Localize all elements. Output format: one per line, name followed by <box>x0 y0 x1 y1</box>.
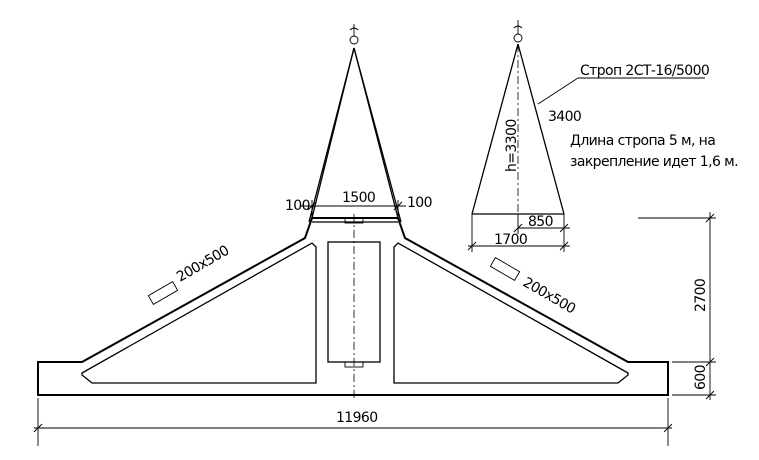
total-length-label: 11960 <box>336 410 378 426</box>
length-dimension: 11960 <box>33 398 673 446</box>
note-line-1: Длина стропа 5 м, на <box>570 133 715 149</box>
length-note: Длина стропа 5 м, на закрепление идет 1,… <box>570 133 739 170</box>
top-width-label: 1500 <box>342 190 375 206</box>
base-label: 1700 <box>494 232 527 248</box>
right-void <box>393 242 629 384</box>
left-void <box>81 242 317 384</box>
total-height-label: 2700 <box>693 279 709 312</box>
right-block: 200х500 <box>489 257 578 318</box>
left-block-label: 200х500 <box>174 243 232 286</box>
sling-name-label: Строп 2СТ-16/5000 <box>580 63 709 79</box>
sketch-hook-icon <box>513 20 523 43</box>
half-base-label: 850 <box>528 214 553 230</box>
note-line-2: закрепление идет 1,6 м. <box>570 154 738 170</box>
truss-outline <box>37 217 669 396</box>
right-block-label: 200х500 <box>520 275 578 318</box>
height-dimension: 2700 600 <box>638 212 716 400</box>
truss-structure <box>37 214 669 400</box>
sling-sketch: Строп 2СТ-16/5000 3400 h=3300 850 1700 <box>467 20 710 252</box>
left-offset-label: 100 <box>285 198 310 214</box>
top-dimension: 1500 100 100 <box>285 190 433 218</box>
right-offset-label: 100 <box>407 195 432 211</box>
sling-length-label: 3400 <box>548 109 581 125</box>
hook-icon <box>349 24 359 45</box>
main-sling <box>308 24 402 223</box>
height-label: h=3300 <box>504 119 520 172</box>
base-height-label: 600 <box>693 365 709 390</box>
